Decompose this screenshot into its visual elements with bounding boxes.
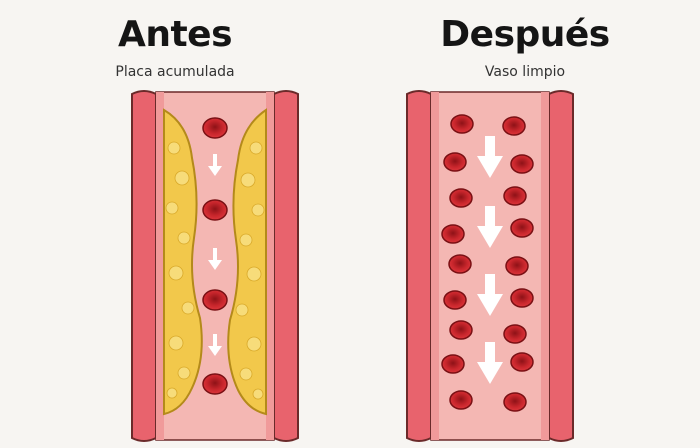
vessel-wall-left [131, 90, 157, 442]
down-arrow-icon [208, 334, 222, 356]
after-title: Después [440, 14, 610, 55]
blood-cell [441, 354, 465, 374]
blood-cell [505, 256, 529, 276]
blood-cell [450, 114, 474, 134]
vessel-wall-left [406, 90, 432, 442]
down-arrow-icon [208, 154, 222, 176]
blood-cell [503, 324, 527, 344]
blood-cell [503, 392, 527, 412]
before-title: Antes [117, 14, 233, 55]
flow-arrows [477, 136, 503, 384]
down-arrow-icon [477, 342, 503, 384]
vessel-wall-right [273, 90, 299, 442]
down-arrow-icon [208, 248, 222, 270]
blood-cell [449, 188, 473, 208]
blocked-vessel-illustration [131, 90, 299, 442]
blood-cell [202, 373, 228, 395]
clean-vessel-illustration [406, 90, 574, 442]
blood-cell [502, 116, 526, 136]
before-subtitle: Placa acumulada [115, 64, 235, 80]
vessel-wall-right [548, 90, 574, 442]
blood-cell [441, 224, 465, 244]
after-subtitle: Vaso limpio [484, 64, 566, 80]
blood-cells [202, 117, 228, 395]
down-arrow-icon [477, 136, 503, 178]
blood-cell [510, 218, 534, 238]
blood-cell [503, 186, 527, 206]
blood-cell [202, 117, 228, 139]
flow-arrows [208, 154, 222, 356]
blood-cell [510, 352, 534, 372]
blood-cell [443, 290, 467, 310]
blood-cell [202, 289, 228, 311]
blood-cell [202, 199, 228, 221]
before-panel: Antes Placa acumulada [115, 14, 299, 442]
blood-cell [448, 254, 472, 274]
down-arrow-icon [477, 274, 503, 316]
after-panel: Después Vaso limpio [350, 0, 700, 448]
down-arrow-icon [477, 206, 503, 248]
blood-cell [449, 390, 473, 410]
blood-cell [449, 320, 473, 340]
blood-cell [510, 154, 534, 174]
blood-cells [441, 114, 534, 412]
blood-cell [510, 288, 534, 308]
blood-cell [443, 152, 467, 172]
